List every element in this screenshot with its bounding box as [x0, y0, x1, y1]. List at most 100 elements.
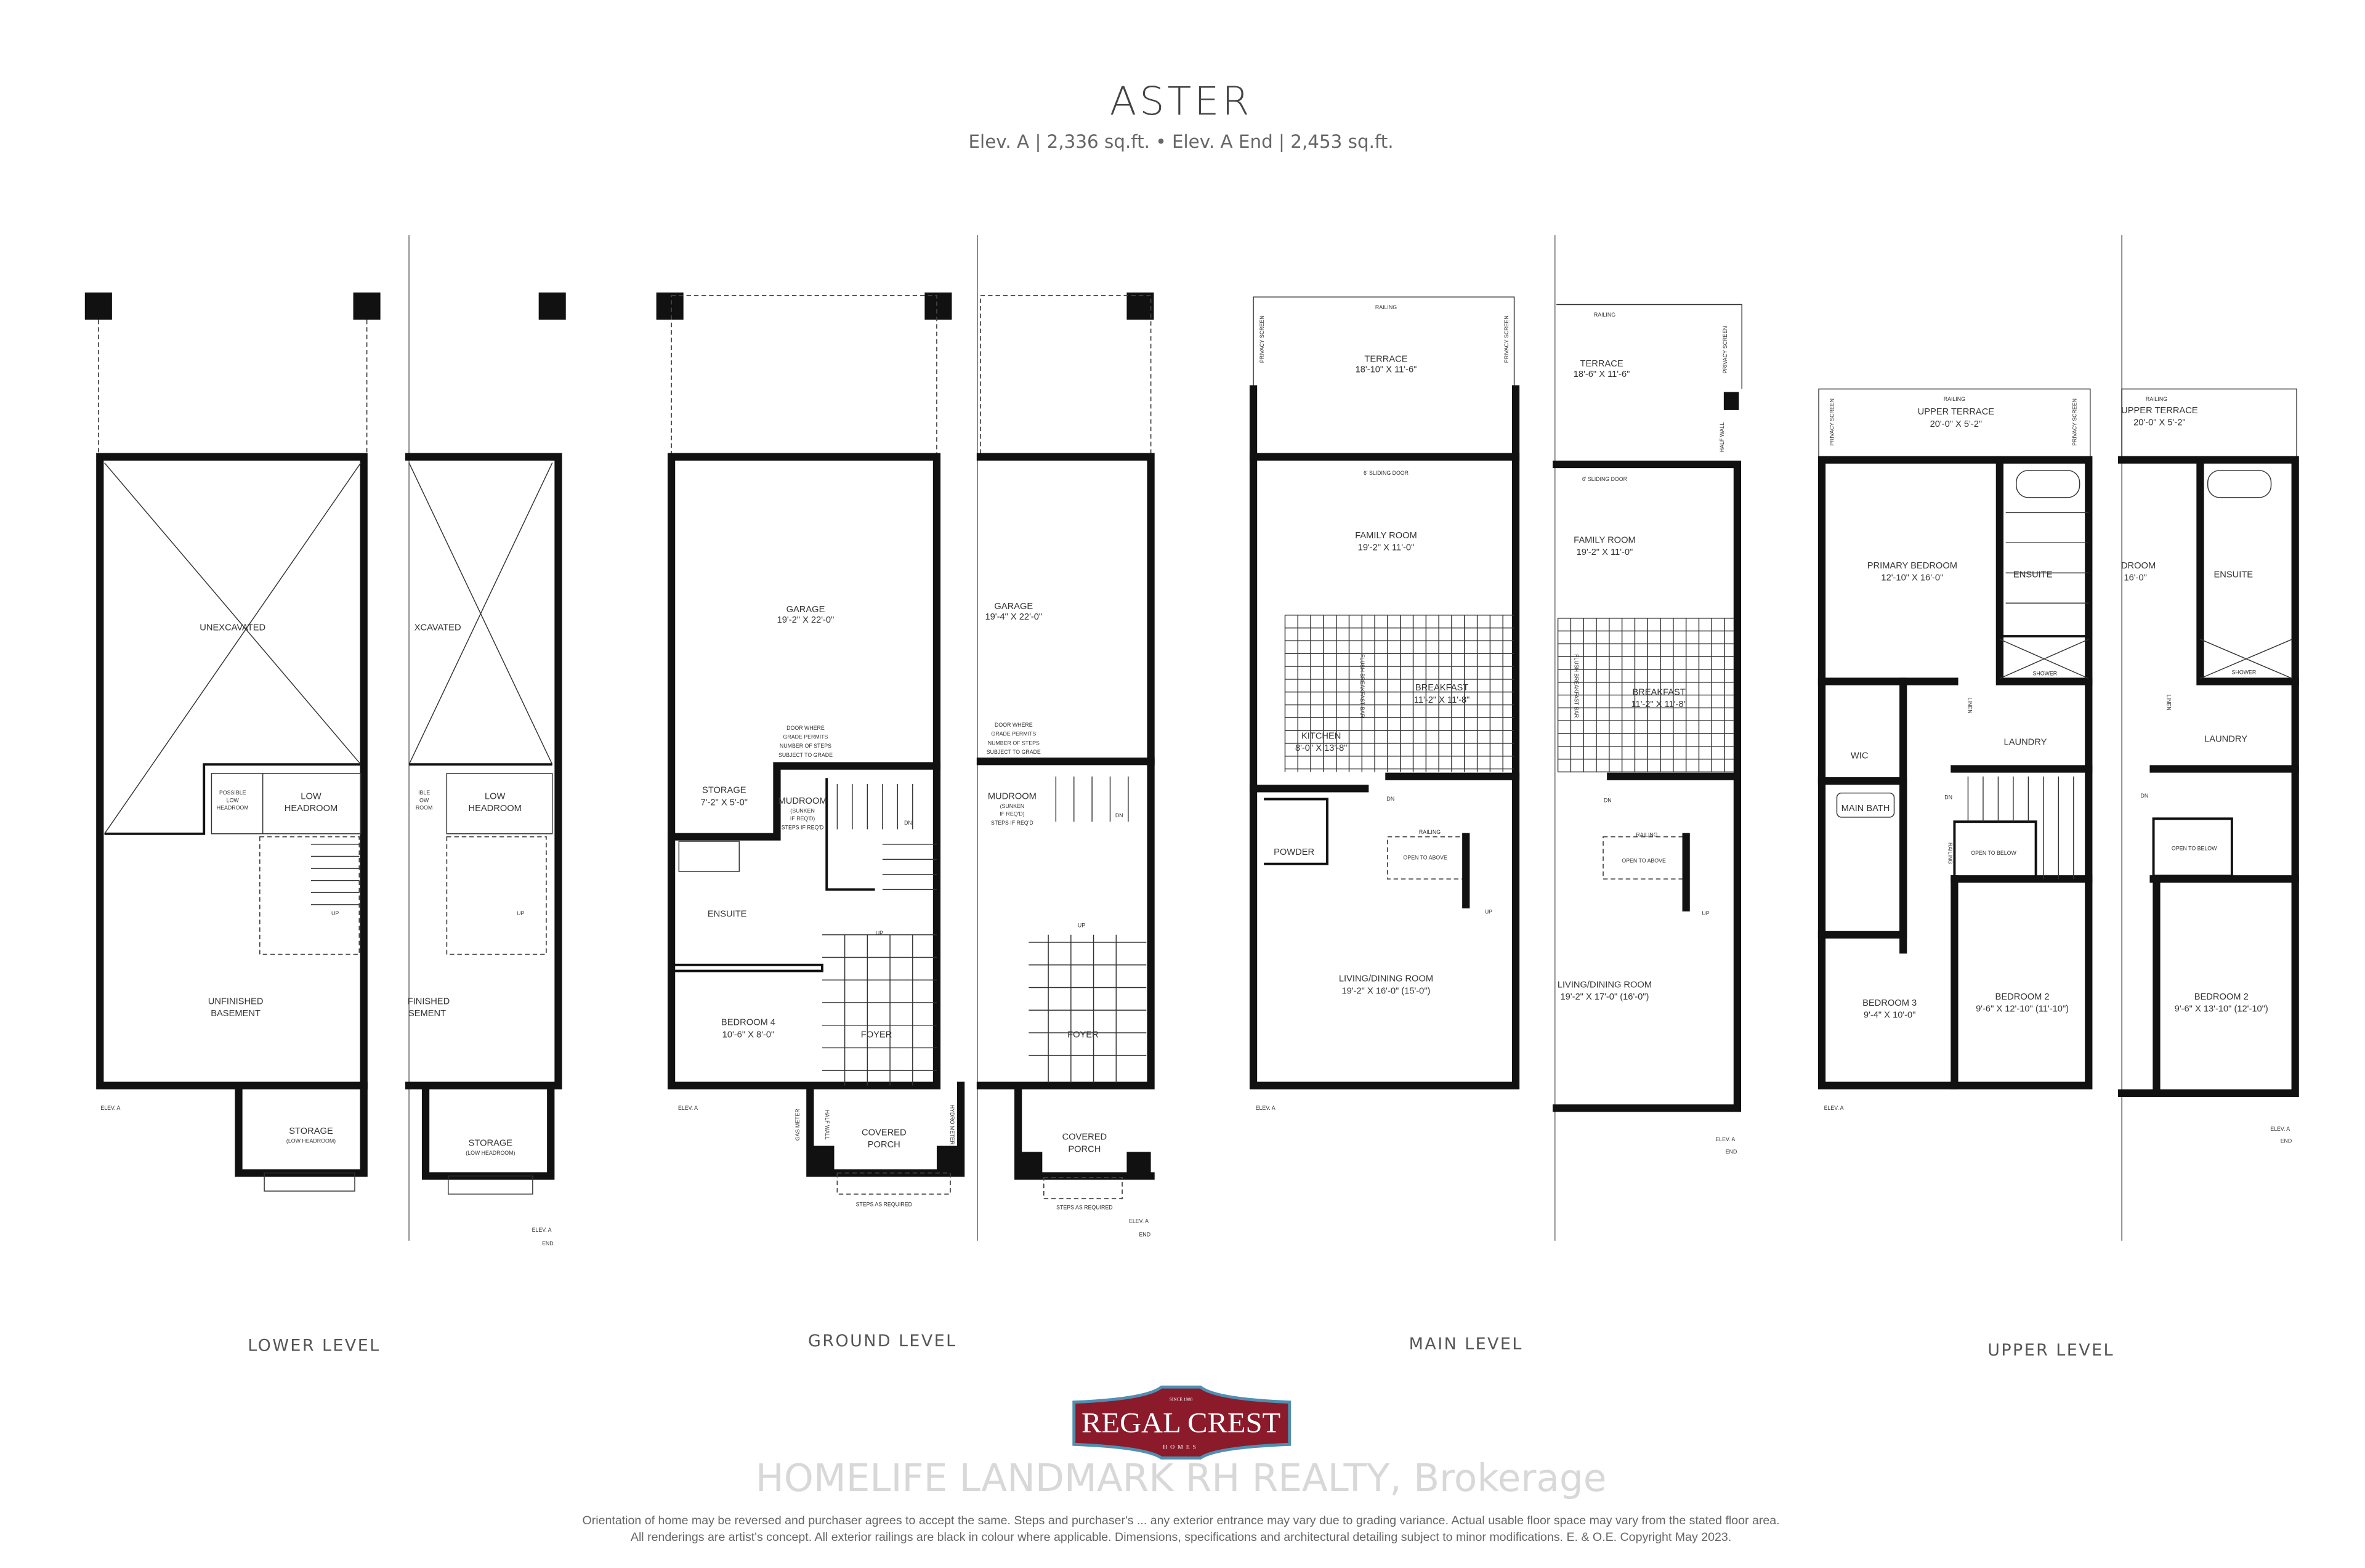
room-terrace-end-dim: 18'-6" X 11'-6"	[1574, 370, 1630, 379]
mudroom-note-3: STEPS IF REQ'D	[782, 824, 824, 830]
room-laundry: LAUNDRY	[2004, 737, 2047, 747]
half-wall-label-end: HALF WALL	[1719, 422, 1725, 453]
room-main-bath: MAIN BATH	[1841, 804, 1890, 814]
upper-level-elev-a-end: RAILING UPPER TERRACE 20'-0" X 5'-2" DRO…	[2118, 388, 2299, 1144]
room-bedroom-3: BEDROOM 3	[1862, 998, 1917, 1008]
elev-a-end-tag-main-2: END	[1726, 1149, 1737, 1155]
room-family-end: FAMILY ROOM	[1574, 535, 1636, 545]
railing-stair-end: RAILING	[1636, 832, 1657, 838]
label-low-headroom-2: HEADROOM	[285, 804, 338, 814]
storage-note: (LOW HEADROOM)	[286, 1138, 336, 1144]
upper-level-elev-a: RAILING PRIVACY SCREEN PRIVACY SCREEN UP…	[1817, 388, 2093, 1111]
door-note-3: NUMBER OF STEPS	[780, 743, 831, 749]
sliding-door-label: 6' SLIDING DOOR	[1364, 470, 1409, 476]
room-unfinished-basement-2: BASEMENT	[211, 1009, 261, 1019]
room-wic: WIC	[1851, 751, 1869, 761]
stairs-dn-upper-end: DN	[2141, 793, 2149, 799]
door-note-end-1: DOOR WHERE	[995, 722, 1033, 728]
room-breakfast-end: BREAKFAST	[1632, 688, 1685, 698]
mudroom-note-1: (SUNKEN	[790, 808, 815, 814]
open-to-above-end: OPEN TO ABOVE	[1622, 857, 1666, 863]
label-possible-end: IBLE	[418, 790, 430, 796]
room-bedroom-4-dim: 10'-6" X 8'-0"	[722, 1030, 775, 1040]
room-porch-end-2: PORCH	[1068, 1144, 1101, 1154]
door-note-4: SUBJECT TO GRADE	[778, 752, 833, 758]
main-level-elev-a: RAILING PRIVACY SCREEN PRIVACY SCREEN TE…	[1249, 296, 1520, 1111]
room-upper-terrace-end: UPPER TERRACE	[2121, 406, 2198, 416]
breakfast-bar-label-end: FLUSH BREAKFAST BAR	[1574, 654, 1580, 717]
room-primary-end: DROOM	[2121, 561, 2156, 571]
elev-a-tag: ELEV. A	[100, 1105, 120, 1111]
privacy-screen-label-left: PRIVACY SCREEN	[1259, 315, 1265, 363]
room-bedroom-3-dim: 9'-4" X 10'-0"	[1864, 1010, 1916, 1020]
steps-note-end: STEPS AS REQUIRED	[1056, 1204, 1112, 1210]
tile-grid-main-end	[1557, 617, 1734, 773]
room-porch-end: COVERED	[1062, 1133, 1107, 1142]
stairs-dn-main: DN	[1386, 796, 1394, 802]
room-living-end-dim: 19'-2" X 17'-0" (16'-0")	[1561, 992, 1649, 1002]
label-low-headroom-1: LOW	[301, 791, 321, 801]
room-upper-terrace-end-dim: 20'-0" X 5'-2"	[2133, 418, 2186, 427]
elev-a-tag-main: ELEV. A	[1256, 1105, 1275, 1111]
mudroom-end-note-3: STEPS IF REQ'D	[991, 820, 1033, 826]
privacy-screen-label-end: PRIVACY SCREEN	[1722, 326, 1728, 373]
elev-a-end-tag-ground-2: END	[1139, 1231, 1151, 1237]
stairs-up-main-end: UP	[1702, 910, 1709, 916]
steps-note: STEPS AS REQUIRED	[856, 1201, 912, 1207]
room-upper-terrace: UPPER TERRACE	[1918, 407, 1995, 417]
elev-a-end-tag-upper-2: END	[2281, 1138, 2292, 1144]
breakfast-bar-label: FLUSH BREAKFAST BAR	[1359, 654, 1365, 717]
room-living-end: LIVING/DINING ROOM	[1558, 980, 1652, 990]
privacy-screen-upper-left: PRIVACY SCREEN	[1829, 398, 1835, 446]
room-foyer: FOYER	[861, 1030, 892, 1040]
disclaimer-line-2: All renderings are artist's concept. All…	[631, 1530, 1731, 1544]
room-primary-end-dim: 16'-0"	[2124, 573, 2146, 583]
room-laundry-end: LAUNDRY	[2204, 734, 2247, 744]
room-unexcavated-end: XCAVATED	[414, 623, 461, 632]
ground-level-elev-a: GARAGE 19'-2" X 22'-0" DOOR WHERE GRADE …	[656, 292, 965, 1207]
room-breakfast: BREAKFAST	[1415, 683, 1468, 693]
door-note-end-3: NUMBER OF STEPS	[988, 740, 1040, 746]
mudroom-end-note-1: (SUNKEN	[1000, 803, 1025, 809]
regal-crest-logo: SINCE 1988 REGAL CREST HOMES	[1072, 1385, 1292, 1460]
stairs-dn-label: DN	[904, 820, 912, 826]
room-storage: STORAGE	[289, 1126, 333, 1136]
room-garage-end-dim: 19'-4" X 22'-0"	[985, 612, 1042, 622]
railing-label: RAILING	[1375, 304, 1397, 310]
elev-a-end-tag-2: END	[542, 1240, 554, 1247]
railing-label-upper: RAILING	[1944, 396, 1965, 402]
shower-label: SHOWER	[2033, 671, 2058, 677]
railing-label-upper-end: RAILING	[2146, 396, 2167, 402]
room-mudroom: MUDROOM	[778, 796, 827, 806]
room-covered-porch: COVERED	[862, 1128, 907, 1138]
elev-a-tag-ground: ELEV. A	[678, 1105, 698, 1111]
door-note-end-2: GRADE PERMITS	[991, 731, 1036, 737]
room-garage-dim: 19'-2" X 22'-0"	[777, 615, 835, 625]
plan-title: ASTER	[1110, 79, 1253, 124]
room-kitchen: KITCHEN	[1301, 732, 1341, 742]
caption-lower-level: LOWER LEVEL	[248, 1336, 380, 1355]
elev-a-end-tag-ground: ELEV. A	[1129, 1218, 1149, 1224]
label-headroom: HEADROOM	[217, 805, 249, 811]
room-garage: GARAGE	[786, 605, 825, 615]
door-note-end-4: SUBJECT TO GRADE	[987, 749, 1041, 755]
room-basement-end: FINISHED	[408, 996, 450, 1006]
door-note-2: GRADE PERMITS	[783, 734, 828, 740]
label-low-headroom-end-2: HEADROOM	[468, 804, 521, 814]
room-upper-terrace-dim: 20'-0" X 5'-2"	[1930, 419, 1983, 429]
disclaimer-line-1: Orientation of home may be reversed and …	[583, 1514, 1780, 1527]
stairs-up-label: UP	[331, 910, 339, 916]
railing-label-end: RAILING	[1594, 312, 1615, 318]
room-foyer-end: FOYER	[1067, 1030, 1099, 1040]
stairs-dn-upper: DN	[1944, 794, 1952, 800]
room-bedroom-2: BEDROOM 2	[1995, 992, 2050, 1002]
label-low-headroom-end-1: LOW	[485, 791, 506, 801]
stairs-up-label-ground: UP	[876, 930, 883, 936]
room-bedroom-2-dim: 9'-6" X 12'-10" (11'-10")	[1976, 1004, 2069, 1014]
room-unexcavated: UNEXCAVATED	[200, 623, 265, 632]
room-kitchen-dim: 8'-0" X 13'-8"	[1295, 743, 1348, 753]
logo-name: REGAL CREST	[1081, 1408, 1280, 1439]
room-storage-ground-dim: 7'-2" X 5'-0"	[701, 798, 748, 807]
elev-a-end-tag-upper: ELEV. A	[2270, 1126, 2290, 1132]
